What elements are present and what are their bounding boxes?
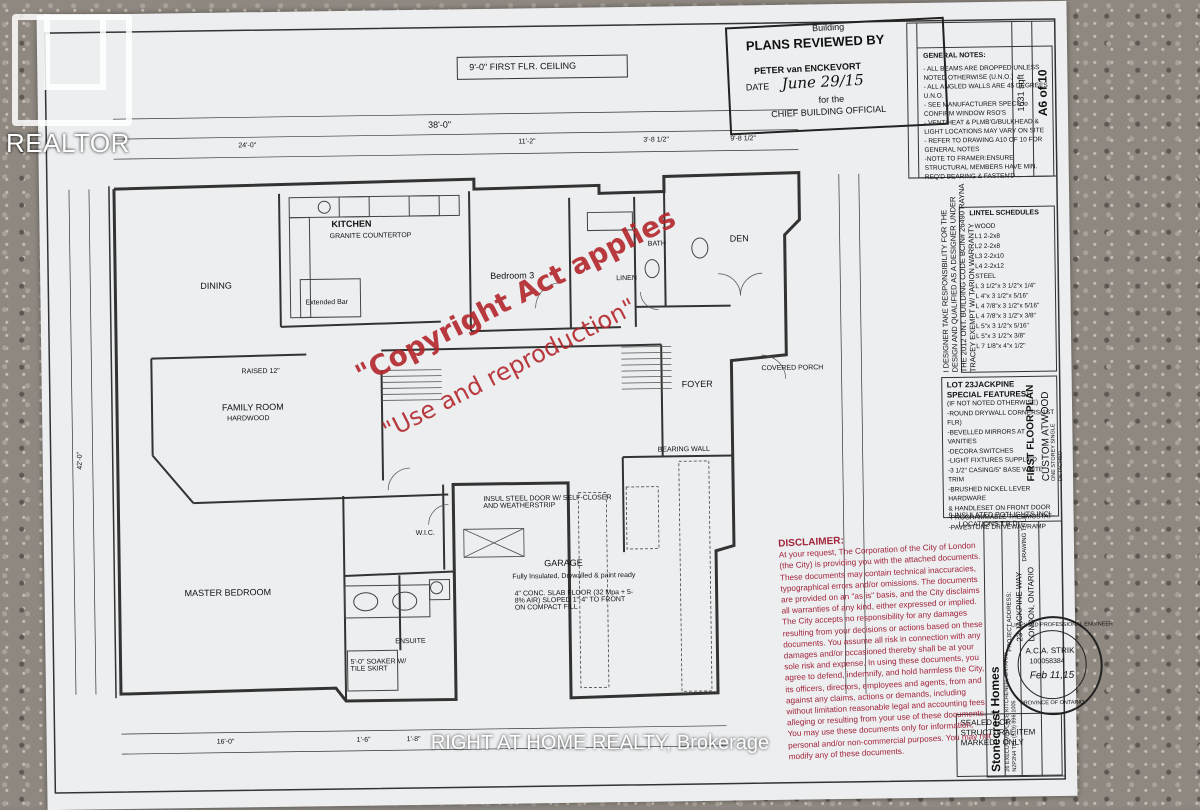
top-dim-4: 9'-8 1/2" <box>730 135 756 142</box>
special-item: -BRUSHED NICKEL LEVER HARDWARE <box>948 484 1056 505</box>
area-sqft: 1631 sqft <box>1015 74 1026 111</box>
disclaimer-text: At your request, The Corporation of the … <box>779 541 991 761</box>
designer-qualification: I DESIGNER TAKE RESPONSIBILITY FOR THE D… <box>939 182 978 372</box>
sheet-number: A6 of 10 <box>1035 69 1050 116</box>
general-note: -NOTE TO FRAMER:ENSURE STRUCTURAL MEMBER… <box>925 153 1050 182</box>
disclaimer: DISCLAIMER: At your request, The Corpora… <box>778 529 995 763</box>
drawing-title: FIRST FLOOR PLAN <box>1025 385 1037 482</box>
steel-door-note: INSUL STEEL DOOR W/ SELF-CLOSER AND WEAT… <box>483 494 613 510</box>
seal-date: Feb 11,15 <box>1030 670 1074 682</box>
lintel-row: L 7 1/8"x 4"x 1/2" <box>976 341 1040 352</box>
blueprint-sheet: 9'-0" FIRST FLR. CEILING 38'-0" 24'-0" 1… <box>37 1 1078 810</box>
top-dim-1: 24'-0" <box>238 142 256 149</box>
room-family: FAMILY ROOM <box>222 402 284 413</box>
special-item: -ROUND DRYWALL CORNERS(1ST FLR) <box>947 408 1055 429</box>
room-dining: DINING <box>200 281 232 291</box>
kitchen-note: GRANITE COUNTERTOP <box>330 232 412 240</box>
lintel-title: LINTEL SCHEDULES <box>969 209 1039 217</box>
bearing-wall: BEARING WALL <box>658 446 710 454</box>
overall-width-dim: 38'-0" <box>428 119 451 129</box>
room-garage: GARAGE <box>544 558 583 569</box>
top-dim-3: 3'-8 1/2" <box>643 136 669 143</box>
garage-slab: 4" CONC. SLAB FLOOR (32 Mpa + 5-8% AIR) … <box>515 589 635 612</box>
special-item: -3 1/2" CASING/5" BASE WHITE TRIM <box>948 465 1056 486</box>
covered-porch: COVERED PORCH <box>761 364 823 372</box>
seal-name: A.C.A. STRIK <box>1025 646 1074 656</box>
overall-depth-dim: 42'-0" <box>77 452 84 470</box>
ceiling-label: 9'-0" FIRST FLR. CEILING <box>469 61 576 72</box>
stamp-title: PLANS REVIEWED BY <box>745 32 884 54</box>
room-ensuite: ENSUITE <box>395 638 425 645</box>
brokerage-watermark: RIGHT AT HOME REALTY, Brokerage <box>0 732 1200 755</box>
lintel-row: L 3 1/2"x 3 1/2"x 1/4" <box>975 281 1039 292</box>
room-wic: W.I.C. <box>416 530 435 537</box>
room-kitchen: KITCHEN <box>331 219 371 230</box>
room-den: DEN <box>730 233 749 243</box>
special-item: -BEVELLED MIRRORS AT VANITIES <box>947 427 1055 448</box>
room-foyer: FOYER <box>682 379 713 389</box>
plans-reviewed-stamp: Building PLANS REVIEWED BY PETER van ENC… <box>725 17 949 136</box>
potlights-2: LOCATIONS T.B.D. <box>959 521 1020 529</box>
seal-number: 100058384 <box>1030 658 1065 665</box>
raised-label: RAISED 12" <box>241 368 279 376</box>
drawing-title-label: DRAWING TITLE <box>1022 515 1029 562</box>
stamp-official: CHIEF BUILDING OFFICIAL <box>771 104 886 120</box>
family-floor: HARDWOOD <box>227 415 269 423</box>
potlights: 9 INSULATED POTLIGHTS INCL. <box>949 511 1055 519</box>
storey-type: ONE STOREY SINGLE DETACHED <box>1050 401 1064 481</box>
top-dim-2: 11'-2" <box>518 138 535 145</box>
stamp-for: for the <box>818 94 844 105</box>
general-note: - REFER TO DRAWING A10 OF 10 FOR GENERAL… <box>924 135 1049 155</box>
stamp-heading: Building <box>812 22 844 34</box>
room-master: MASTER BEDROOM <box>185 587 272 598</box>
lintel-wood: WOOD L1 2-2x8 L2 2-2x8 L3 2-2x10 L4 2-2x… <box>974 221 1040 352</box>
stamp-date-label: DATE <box>746 81 770 92</box>
soaker-note: 5'-0" SOAKER W/ TILE SKIRT <box>351 658 411 673</box>
realtor-logo-icon <box>12 14 132 126</box>
room-linen: LINEN <box>616 275 637 282</box>
stamp-date-value: June 29/15 <box>781 71 864 93</box>
realtor-text: REALTOR <box>6 128 130 159</box>
extended-bar: Extended Bar <box>305 299 348 307</box>
lintel-row: L 4 7/8"x 3 1/2"x 3/8" <box>976 311 1040 322</box>
realtor-watermark: REALTOR <box>0 0 140 170</box>
seal-bottom: PROVINCE OF ONTARIO <box>1020 700 1084 707</box>
